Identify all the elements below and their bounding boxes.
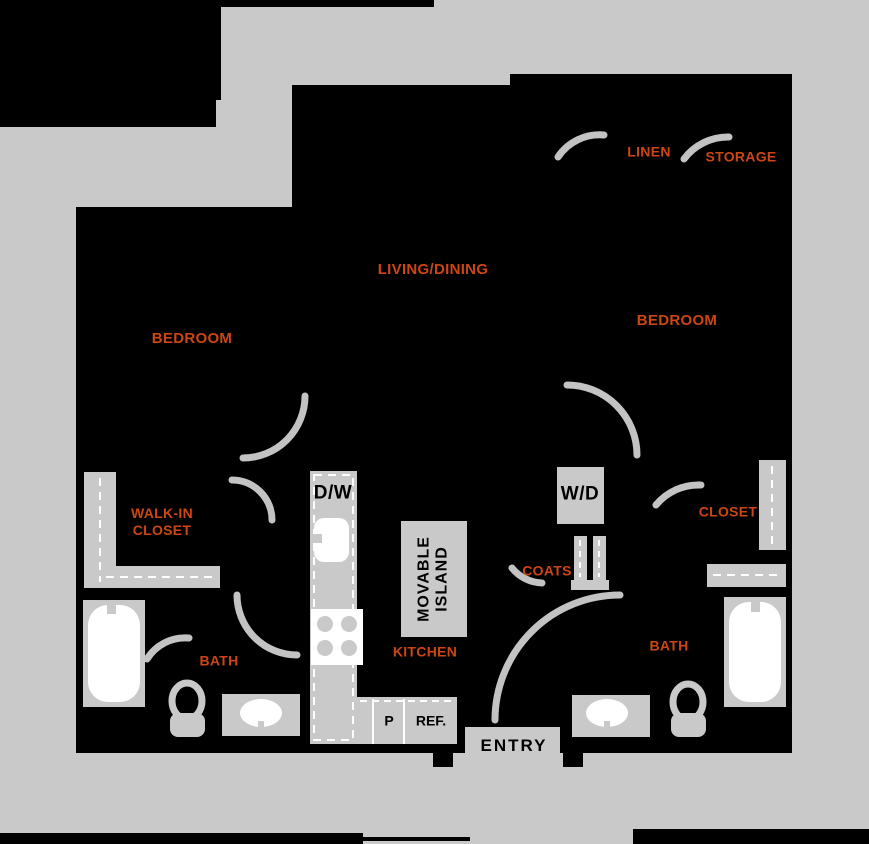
- bathtub-left: [83, 600, 145, 707]
- label-coats: COATS: [522, 562, 572, 579]
- kitchen-counter: [310, 471, 357, 744]
- entry-landing: [465, 727, 560, 765]
- stove: [311, 609, 363, 665]
- label-refrigerator: REF.: [415, 712, 447, 729]
- walk-in-closet-shelves: [84, 472, 220, 588]
- label-kitchen: KITCHEN: [392, 643, 458, 660]
- label-bedroom-left: BEDROOM: [151, 330, 233, 347]
- kitchen-sink: [311, 518, 349, 562]
- label-pantry: P: [384, 712, 394, 729]
- entry-wall-tabs: [433, 753, 583, 767]
- label-linen: LINEN: [627, 143, 671, 160]
- label-living-dining: LIVING/DINING: [377, 261, 489, 278]
- label-washer-dryer: W/D: [560, 483, 600, 505]
- label-walk-in-closet: WALK-IN CLOSET: [131, 505, 193, 538]
- door-swing-arcs: [143, 131, 733, 724]
- label-dishwasher: D/W: [313, 482, 353, 504]
- movable-island-box: [399, 519, 469, 639]
- label-bath-left: BATH: [199, 652, 239, 669]
- pantry-ref-counter: [357, 697, 457, 744]
- label-storage: STORAGE: [705, 148, 777, 165]
- label-bedroom-right: BEDROOM: [636, 312, 718, 329]
- label-movable-island: MOVABLE ISLAND: [415, 536, 451, 622]
- toilet-left: [168, 679, 206, 737]
- sliding-doors: [571, 536, 609, 590]
- label-entry: ENTRY: [480, 735, 548, 755]
- closet-right-shelves: [707, 460, 786, 587]
- unit-footprint: [76, 74, 792, 753]
- toilet-right: [669, 680, 707, 737]
- label-closet-right: CLOSET: [698, 503, 758, 520]
- vanity-sink-right: [572, 695, 650, 737]
- label-bath-right: BATH: [649, 637, 689, 654]
- washer-dryer-box: [557, 467, 604, 524]
- vanity-sink-left: [222, 694, 300, 736]
- bathtub-right: [724, 597, 786, 707]
